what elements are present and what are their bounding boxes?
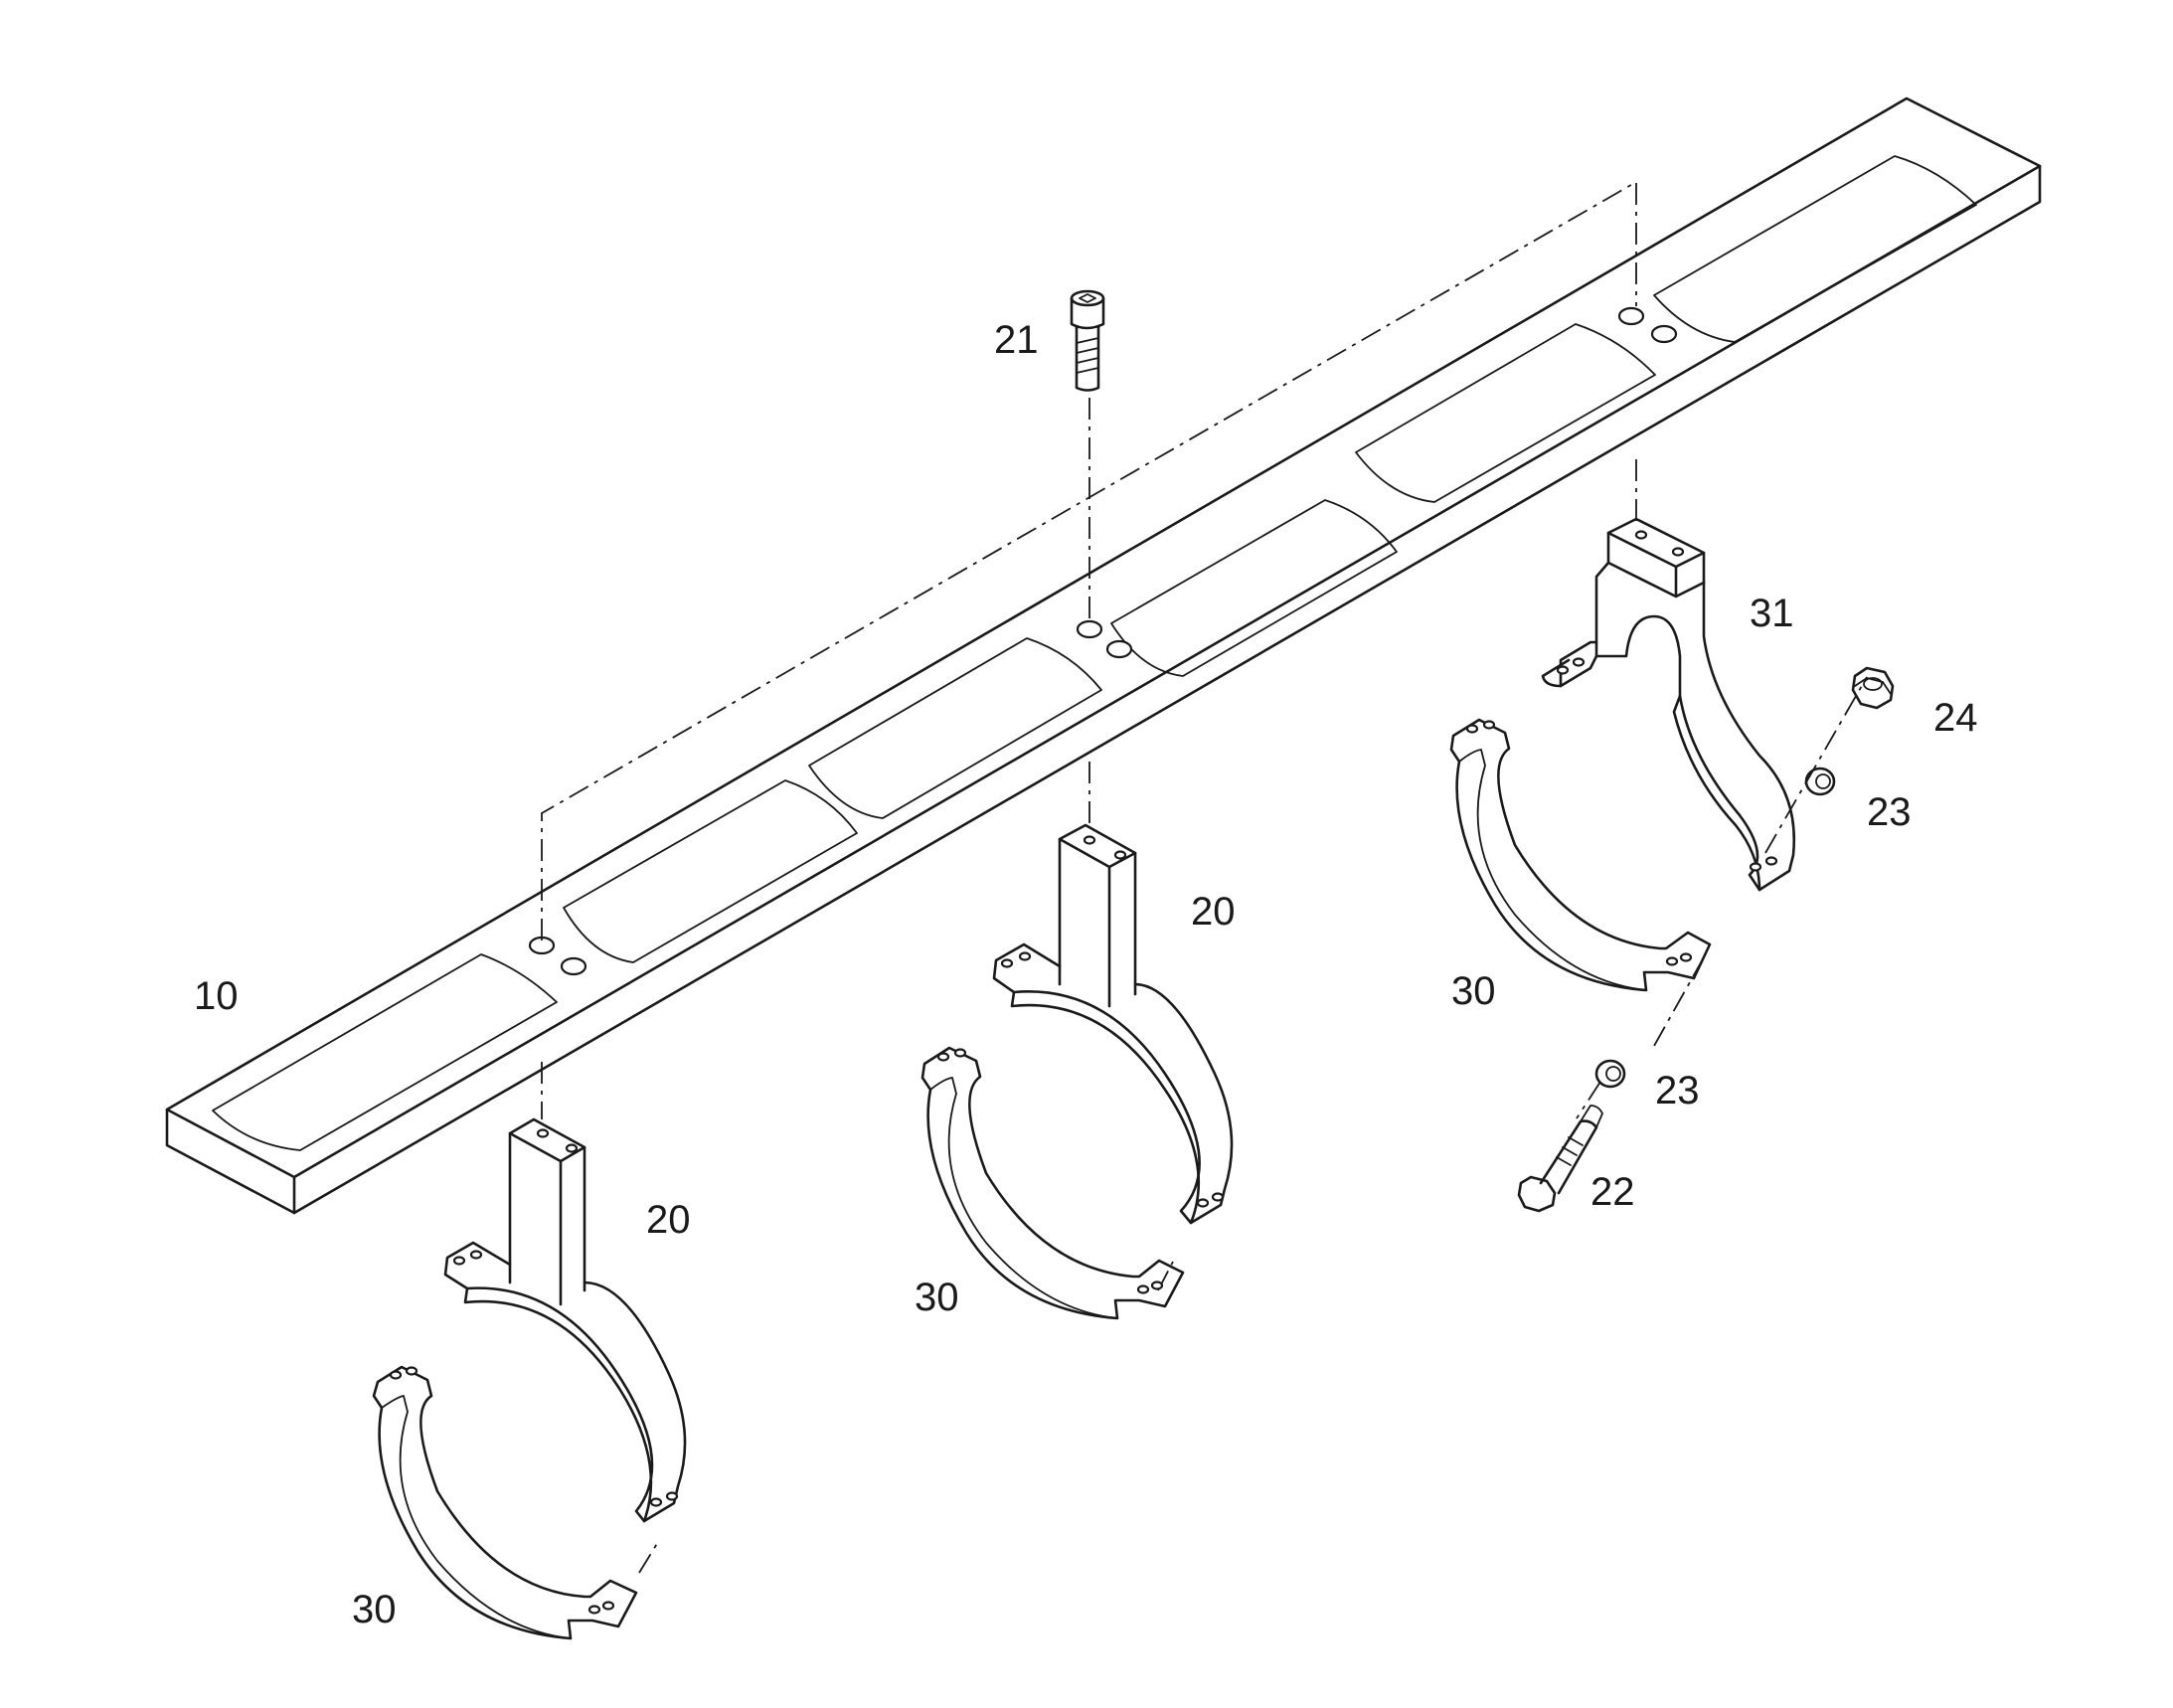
- beam-hole: [1617, 306, 1645, 326]
- cap-screw-part-21: [1070, 289, 1105, 392]
- clamp-bracket-right-part-31: [1541, 517, 1796, 892]
- label-strap-middle: 30: [915, 1276, 959, 1319]
- label-clamp-middle: 20: [1191, 890, 1236, 934]
- label-washer-lower: 23: [1655, 1069, 1700, 1112]
- clamp-bracket-middle-part-20: [992, 823, 1234, 1225]
- label-strap-right: 30: [1451, 969, 1496, 1013]
- clamp-bracket-left-part-20: [443, 1117, 687, 1523]
- hex-bolt-part-22: [1517, 1105, 1603, 1213]
- strap-left-part-30: [372, 1365, 638, 1640]
- beam-hole: [560, 956, 587, 976]
- label-nut: 24: [1933, 696, 1978, 740]
- washer-upper-part-23: [1804, 767, 1836, 796]
- label-beam: 10: [194, 974, 239, 1018]
- label-washer-upper: 23: [1867, 790, 1912, 834]
- washer-lower-part-23: [1594, 1059, 1626, 1089]
- beam-part-10: [165, 96, 2042, 1215]
- label-strap-left: 30: [352, 1588, 397, 1631]
- label-screw: 21: [994, 318, 1039, 362]
- strap-right-part-30: [1449, 718, 1712, 992]
- beam-hole: [1105, 639, 1133, 659]
- beam-hole: [1650, 324, 1678, 344]
- label-bolt: 22: [1590, 1170, 1635, 1214]
- nut-part-24: [1851, 666, 1895, 710]
- strap-middle-part-30: [920, 1046, 1185, 1320]
- assembly-center-lines: [541, 180, 1868, 1574]
- beam-hole: [1076, 619, 1103, 639]
- label-clamp-right: 31: [1750, 592, 1794, 635]
- label-clamp-left: 20: [646, 1198, 691, 1242]
